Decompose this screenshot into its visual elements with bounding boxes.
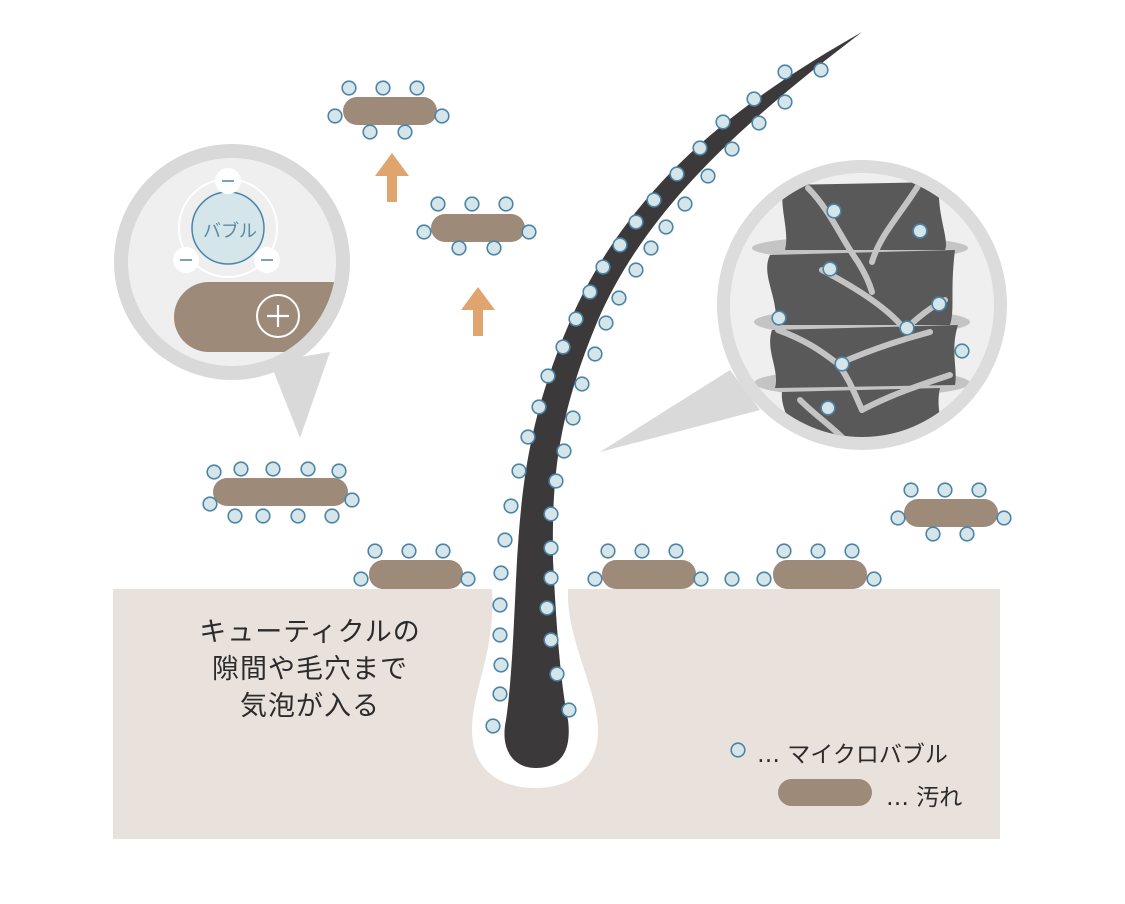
dirt-particles xyxy=(213,97,998,589)
callout-charge-detail xyxy=(114,144,350,438)
hair-strand xyxy=(504,32,862,768)
legend-dirt-label: … 汚れ xyxy=(886,785,963,811)
legend-bubble-label: … マイクロバブル xyxy=(757,742,948,768)
caption: キューティクルの 隙間や毛穴まで 気泡が入る xyxy=(150,614,470,725)
lift-arrows xyxy=(375,153,495,336)
legend xyxy=(730,742,872,806)
caption-line: 気泡が入る xyxy=(240,691,380,722)
caption-line: 隙間や毛穴まで xyxy=(212,654,408,685)
legend-bubble-icon xyxy=(730,742,746,758)
caption-line: キューティクルの xyxy=(199,617,421,648)
callout-cuticle-detail xyxy=(600,160,1007,452)
legend-dirt-icon xyxy=(778,779,872,806)
bubble-label: バブル xyxy=(203,221,257,242)
